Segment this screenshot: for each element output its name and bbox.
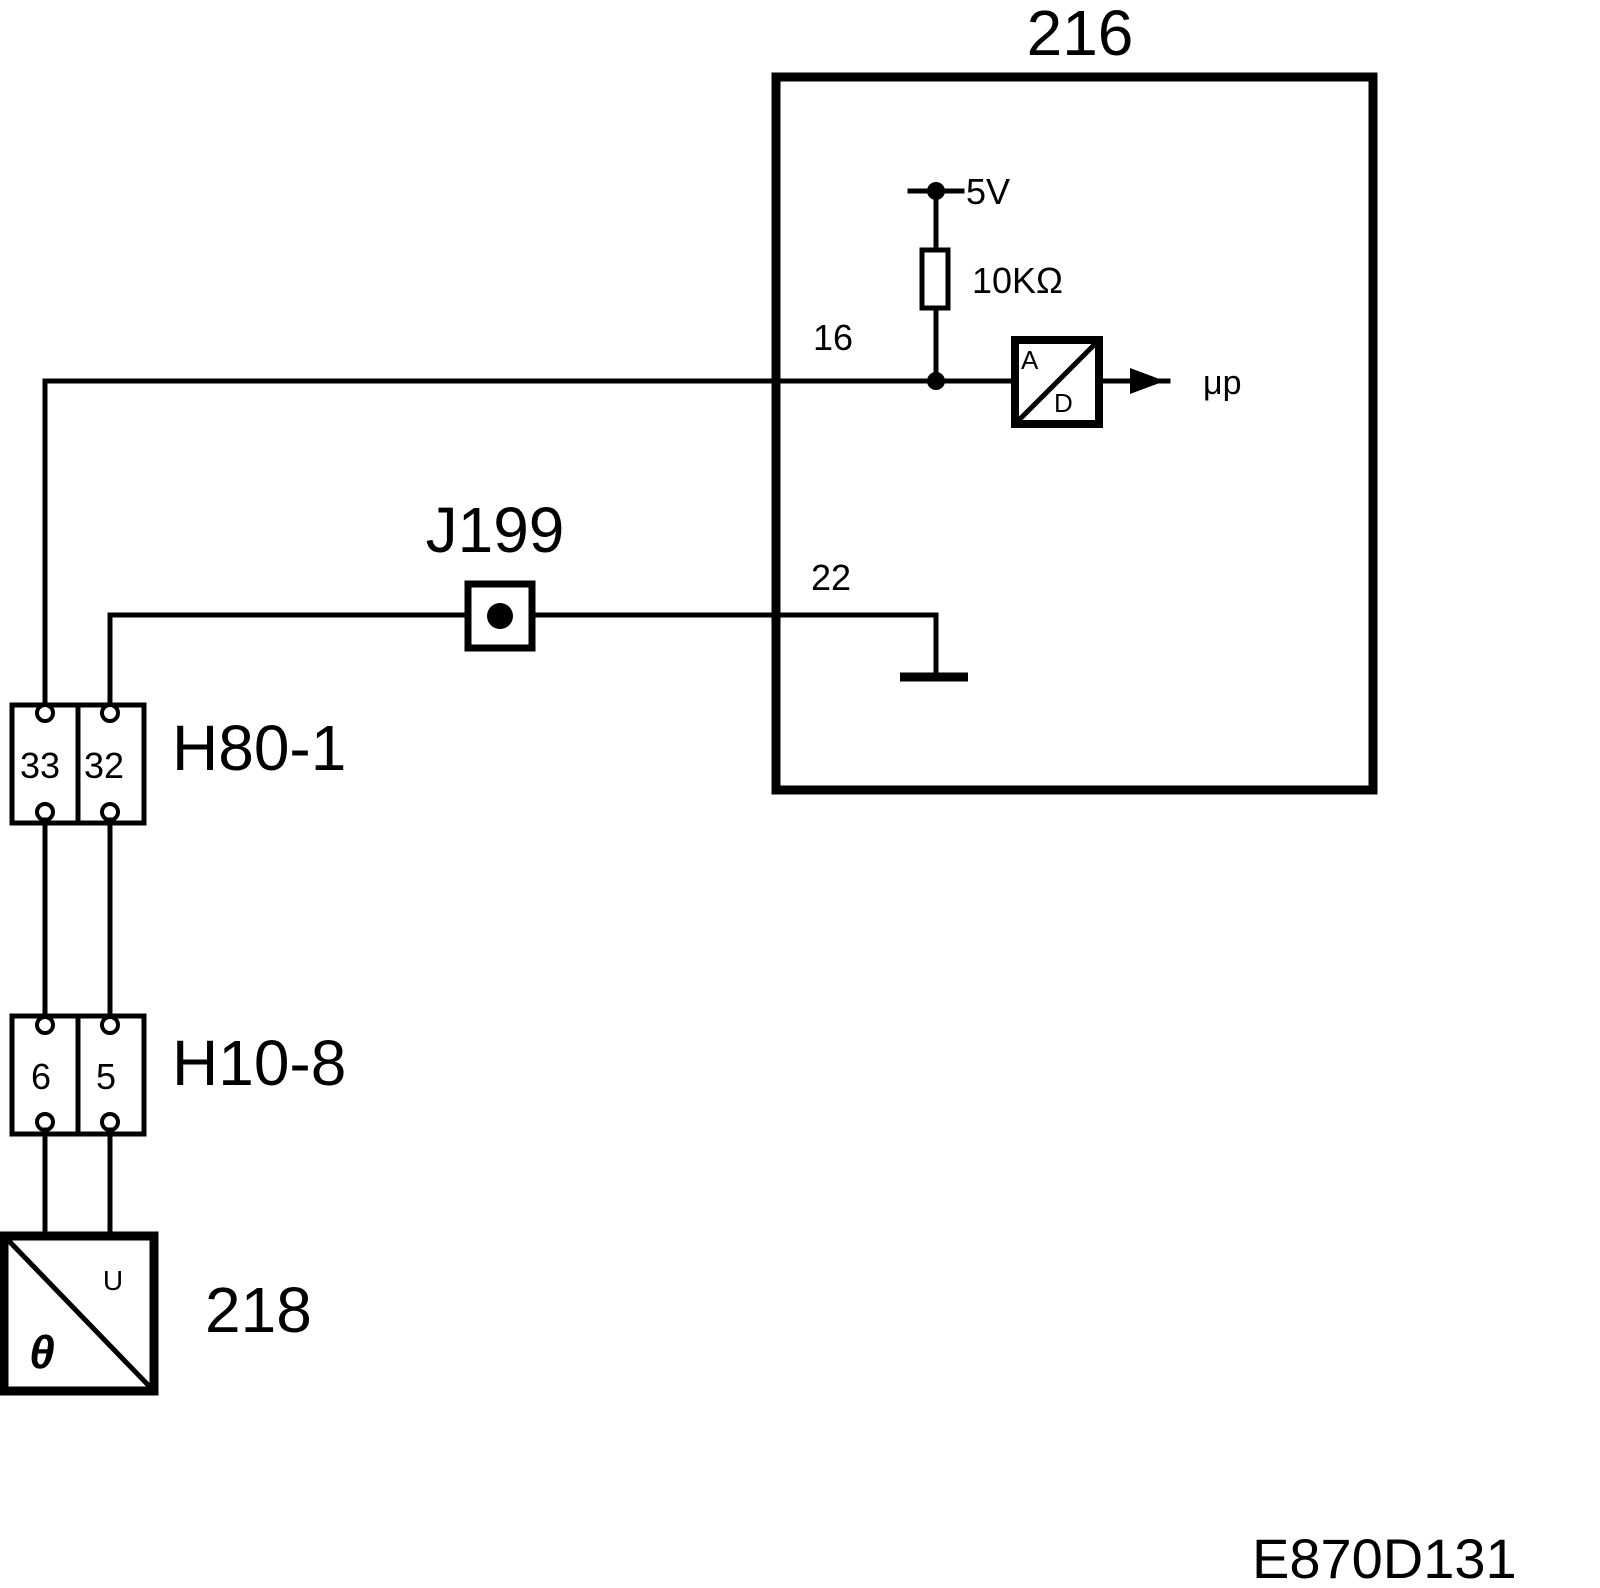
output-label: μp — [1203, 364, 1242, 402]
connector-h10-8-pin-6-label: 6 — [31, 1056, 51, 1097]
sensor-output-symbol: U — [103, 1265, 123, 1296]
module-216-label: 216 — [1027, 0, 1134, 69]
sensor-218-label: 218 — [205, 1274, 312, 1346]
adc-a-label: A — [1021, 345, 1039, 375]
sensor-diagonal — [4, 1236, 154, 1391]
drawing-code: E870D131 — [1252, 1527, 1517, 1588]
connector-h10-8-label: H10-8 — [172, 1027, 346, 1099]
connector-h80-1-pin-32-label: 32 — [84, 745, 124, 786]
pin-terminal — [100, 1015, 120, 1035]
connector-h80-1-pin-33-label: 33 — [20, 745, 60, 786]
pin-16-label: 16 — [813, 317, 853, 358]
connector-h80-1: 33 32 — [9, 702, 147, 826]
junction-dot — [487, 603, 513, 629]
connector-h10-8: 6 5 — [9, 1013, 147, 1137]
signal-wire — [42, 378, 1018, 710]
sensor-input-symbol: θ — [29, 1326, 55, 1378]
signal-node — [927, 372, 945, 390]
pin-terminal — [35, 1015, 55, 1035]
pin-terminal — [100, 703, 120, 723]
output-arrow — [1130, 368, 1165, 394]
junction-label: J199 — [426, 494, 565, 566]
connector-h80-1-label: H80-1 — [172, 712, 346, 784]
pin-terminal — [35, 703, 55, 723]
connector-h10-8-pin-5-label: 5 — [96, 1056, 116, 1097]
module-216-box — [771, 72, 1378, 795]
resistor-label: 10KΩ — [972, 260, 1063, 301]
pin-22-label: 22 — [811, 557, 851, 598]
adc-d-label: D — [1054, 388, 1073, 418]
supply-label: 5V — [966, 171, 1010, 212]
adc-diagonal — [1015, 340, 1099, 424]
resistor-10k — [919, 247, 951, 311]
